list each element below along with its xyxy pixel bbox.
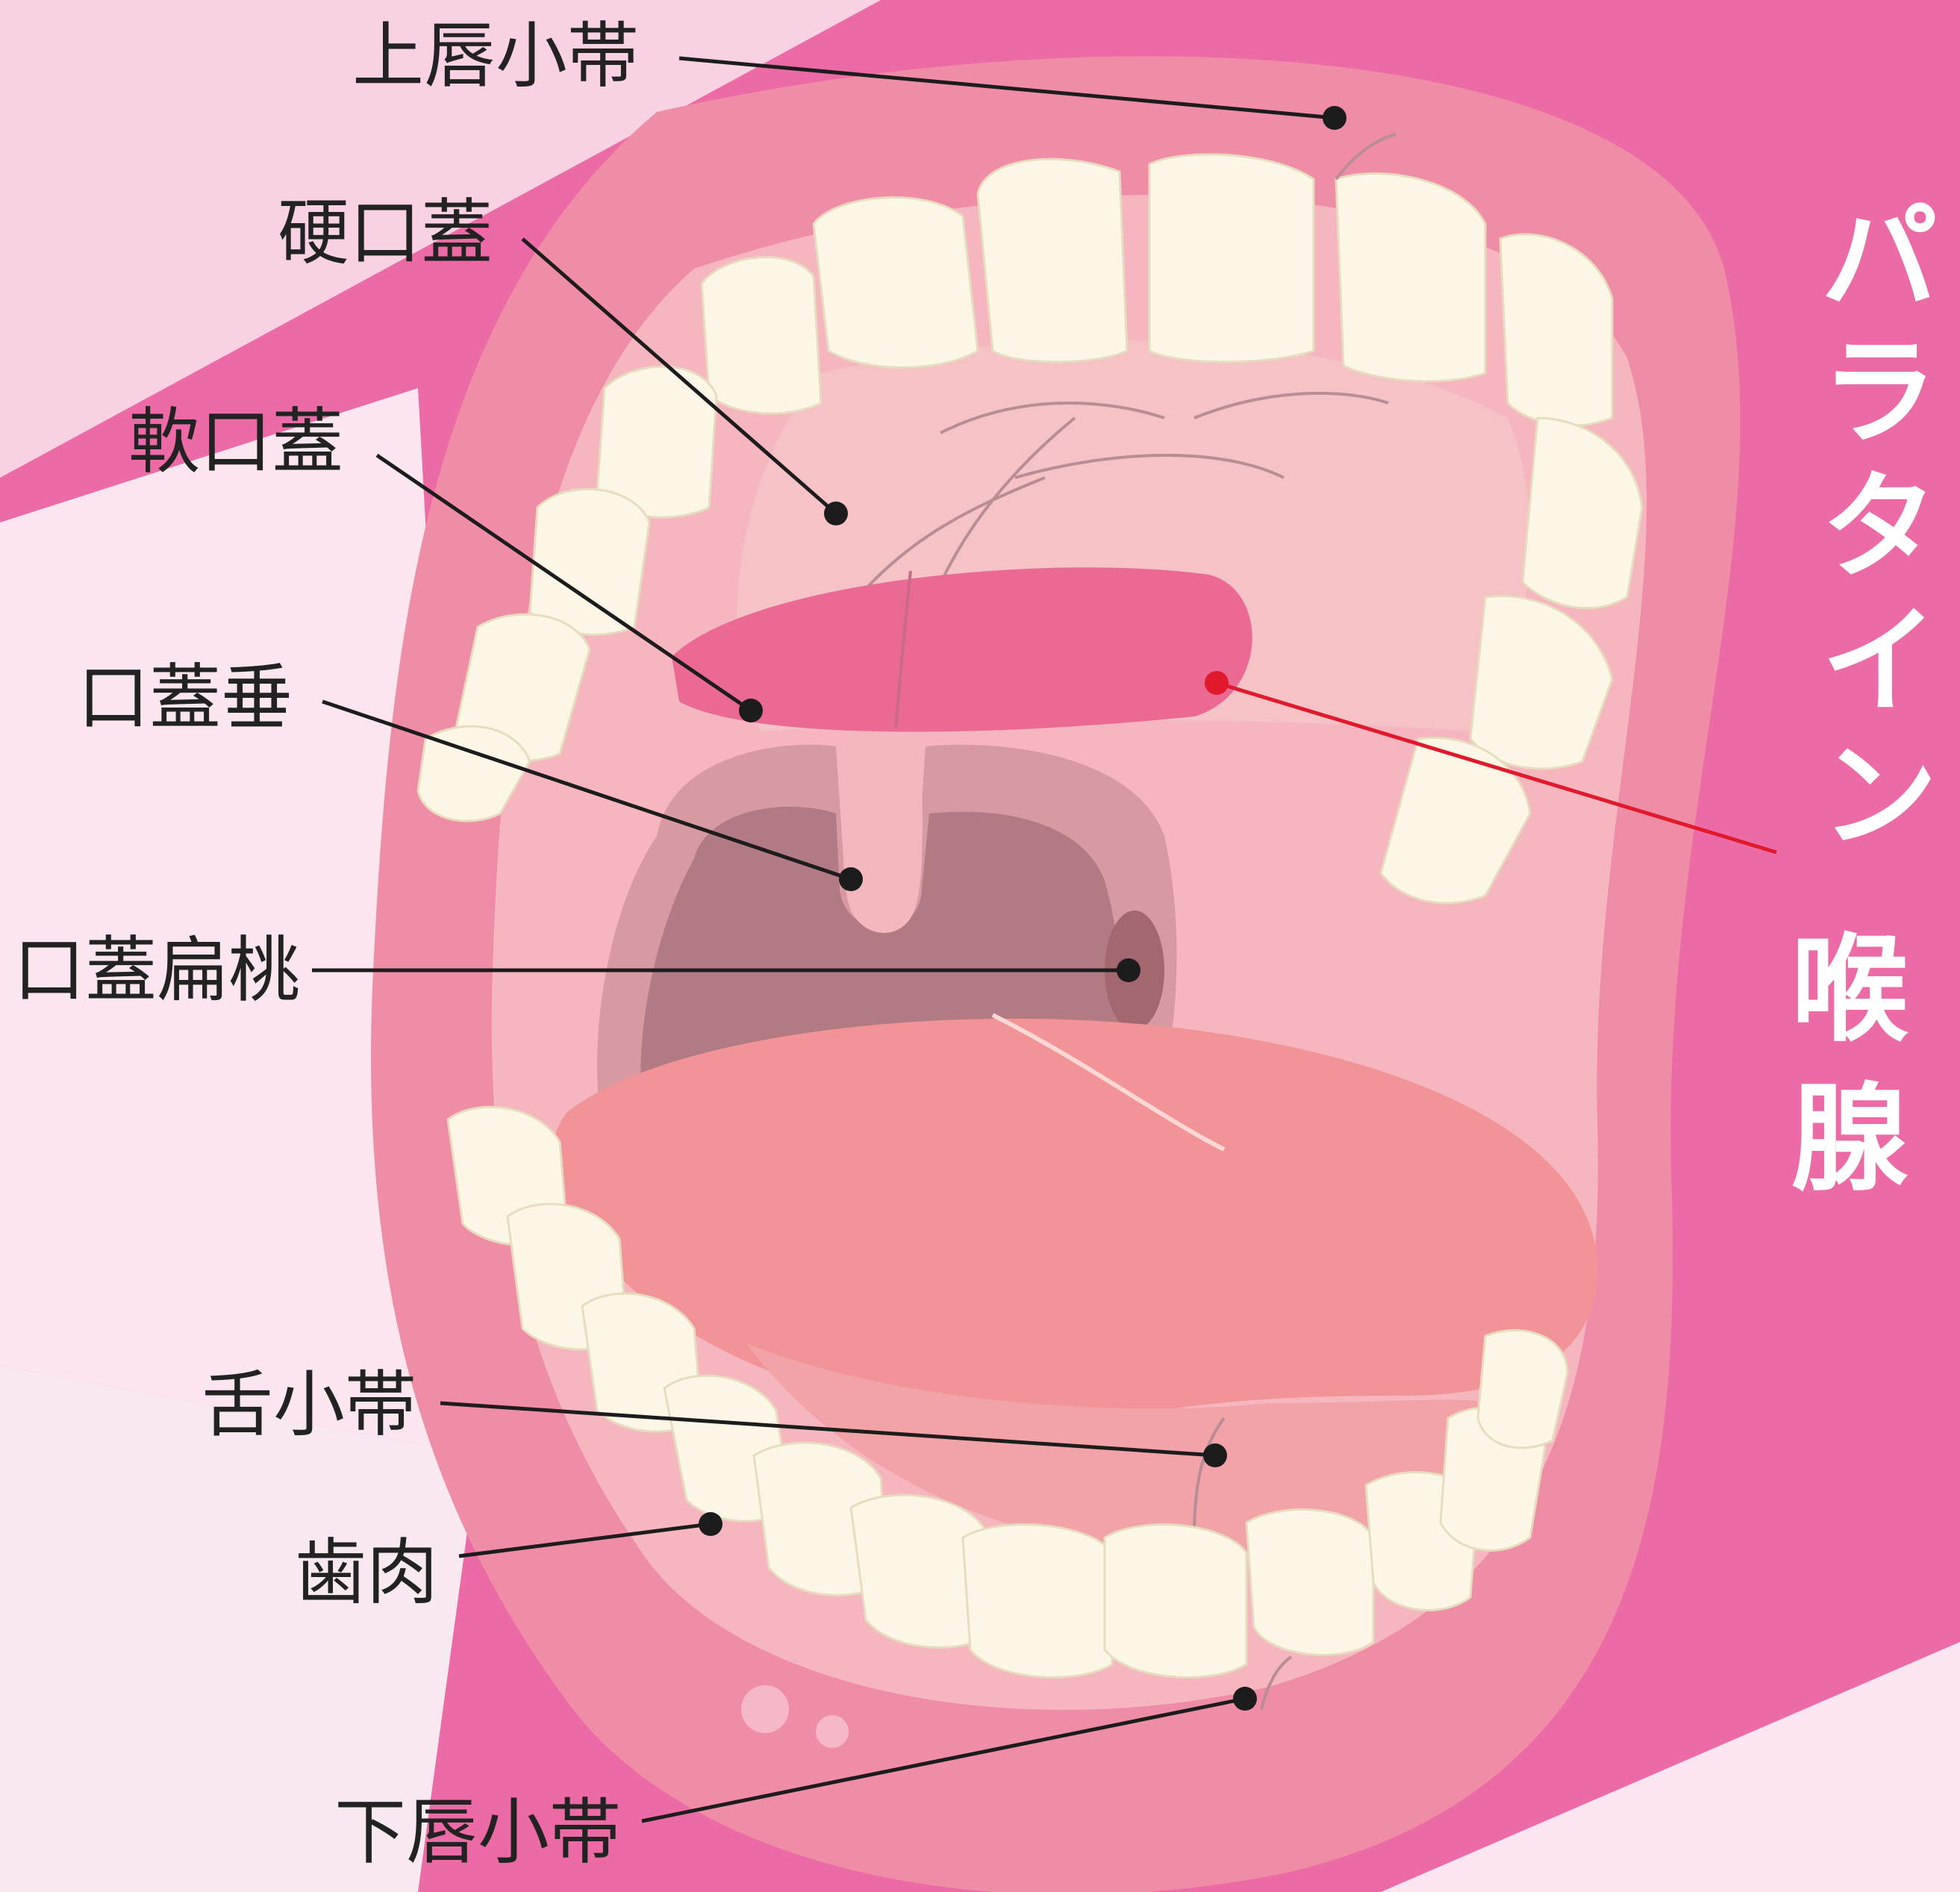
dot-lower-lip-frenulum: [1233, 1687, 1257, 1711]
label-soft-palate: 軟口蓋: [128, 400, 343, 484]
dot-gums: [699, 1512, 722, 1536]
title-char-7: 腺: [1791, 1071, 1908, 1207]
title-char-1: パ: [1821, 190, 1938, 326]
label-palatine-tonsil: 口蓋扁桃: [13, 928, 300, 1012]
dot-soft-palate: [739, 699, 763, 722]
label-upper-lip-frenulum: 上唇小帯: [352, 14, 639, 98]
title-char-2: ラ: [1821, 325, 1938, 460]
label-gums: 歯肉: [295, 1531, 438, 1614]
lip-highlight-dot-small: [816, 1715, 849, 1748]
dot-palatine-tonsil: [1117, 958, 1140, 982]
dot-parotid-gland: [1205, 671, 1229, 695]
title-char-5: ン: [1821, 728, 1938, 864]
dot-tongue-frenulum: [1203, 1443, 1227, 1467]
title-char-6: 喉: [1791, 922, 1908, 1058]
title-char-3: タ: [1821, 459, 1938, 595]
dot-uvula: [839, 867, 863, 891]
label-lower-lip-frenulum: 下唇小帯: [334, 1790, 621, 1874]
dot-upper-lip-frenulum: [1323, 106, 1346, 130]
dot-hard-palate: [824, 502, 848, 525]
label-uvula: 口蓋垂: [78, 656, 293, 740]
label-hard-palate: 硬口蓋: [278, 191, 493, 275]
lip-highlight-dot: [741, 1685, 789, 1733]
label-tongue-frenulum: 舌小帯: [202, 1363, 416, 1446]
uvula: [843, 739, 923, 933]
title-char-4: イ: [1821, 593, 1938, 729]
